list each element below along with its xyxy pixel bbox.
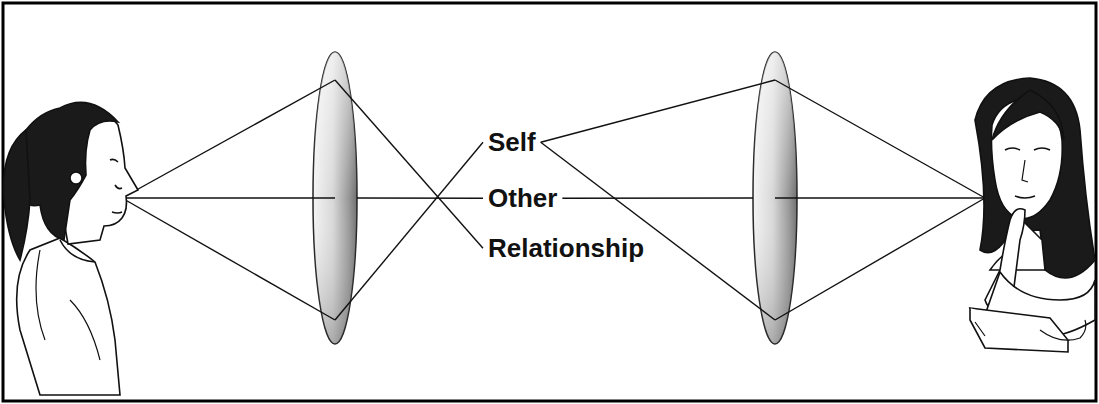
leader-line xyxy=(562,197,753,199)
concept-label: Other xyxy=(488,184,557,213)
concept-label: Relationship xyxy=(488,234,644,263)
concept-label: Self xyxy=(488,128,536,157)
frame xyxy=(3,3,1096,401)
leader-lines xyxy=(335,80,775,320)
leader-line xyxy=(357,197,483,199)
left-person xyxy=(3,102,138,395)
leader-line xyxy=(541,80,775,142)
leader-line xyxy=(335,80,483,248)
sight-lines xyxy=(122,80,985,320)
leader-line xyxy=(335,142,483,320)
leader-line xyxy=(541,142,775,320)
right-person xyxy=(970,78,1095,352)
